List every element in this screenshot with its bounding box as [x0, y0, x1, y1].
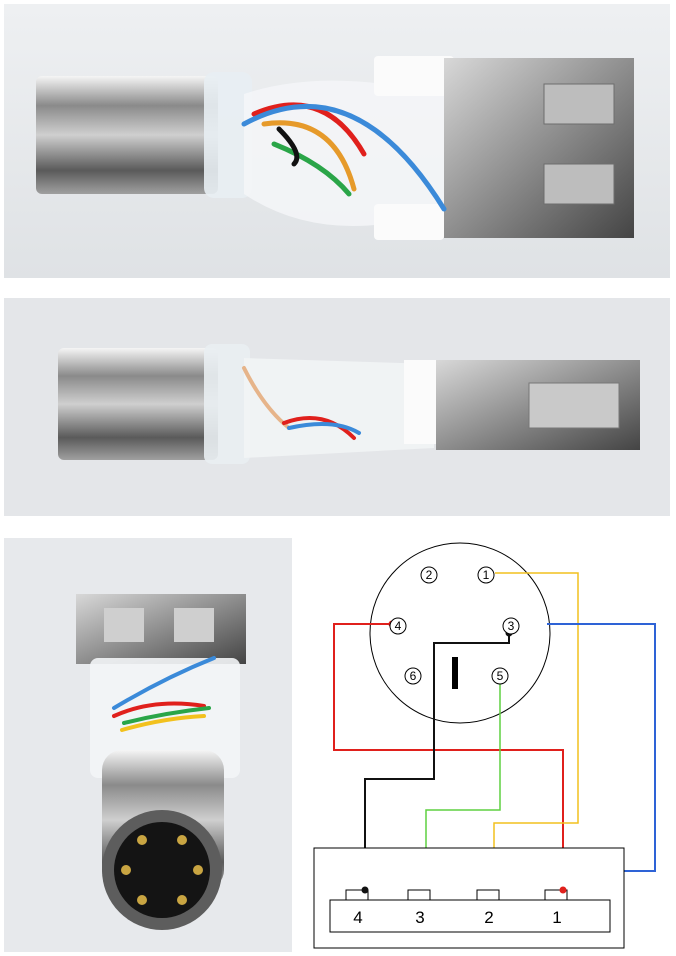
wire-blue: [547, 623, 656, 872]
usb-pin-tab-4: [345, 889, 369, 901]
adapter-photo-end: [4, 538, 292, 952]
din-pin-6: 6: [404, 667, 422, 685]
din-pin-4: 4: [389, 617, 407, 635]
usb-pin-tab-1: [544, 889, 568, 901]
dot-black-usb4: [361, 886, 369, 894]
adapter-photo-side: [4, 298, 670, 516]
wiring-diagram: 1 2 3 4 5 6: [300, 538, 672, 952]
din-pin-1: 1: [477, 566, 495, 584]
svg-text:2: 2: [426, 568, 433, 582]
dot-red-usb1: [559, 886, 567, 894]
usb-pin-label-2: 2: [484, 908, 493, 927]
usb-pin-label-1: 1: [552, 908, 561, 927]
din-pin-5: 5: [491, 667, 509, 685]
usb-pin-tab-3: [407, 889, 431, 901]
din-pin-3: 3: [502, 617, 520, 635]
svg-text:6: 6: [410, 669, 417, 683]
usb-pin-strip: [329, 899, 611, 933]
usb-pin-label-4: 4: [353, 908, 362, 927]
wire-yellow: [493, 572, 579, 890]
svg-text:3: 3: [508, 619, 515, 633]
usb-pin-label-3: 3: [415, 908, 424, 927]
usb-pin-tab-2: [476, 889, 500, 901]
din-key-bar: [452, 657, 458, 689]
wire-red: [333, 623, 564, 890]
adapter-photo-top: [4, 4, 670, 278]
svg-text:1: 1: [483, 568, 490, 582]
din-pin-2: 2: [420, 566, 438, 584]
wire-black: [364, 633, 510, 890]
svg-text:4: 4: [395, 619, 402, 633]
svg-text:5: 5: [497, 669, 504, 683]
